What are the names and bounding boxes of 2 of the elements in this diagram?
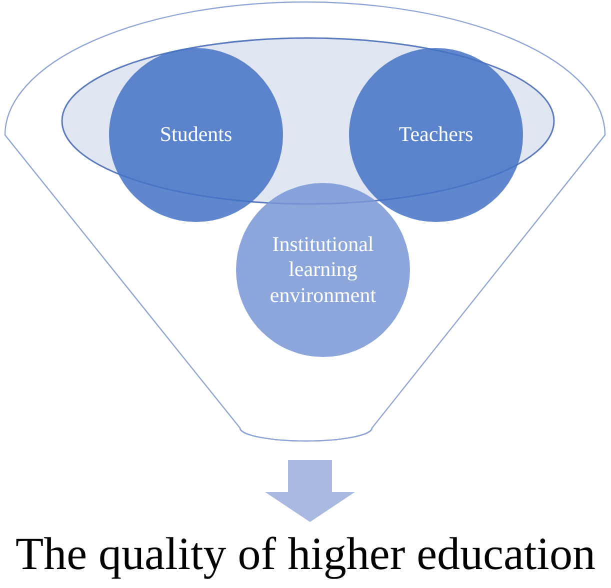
result-text: The quality of higher education (16, 526, 596, 580)
block-arrow (265, 460, 355, 522)
